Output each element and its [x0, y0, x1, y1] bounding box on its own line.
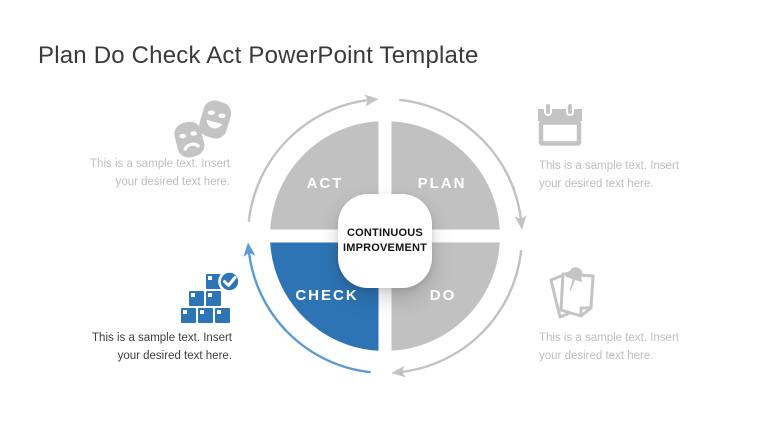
cycle-arrow-top-left	[247, 94, 379, 222]
callout-line: This is a sample text. Insert	[90, 158, 230, 170]
callout-text-bottom-right: This is a sample text. Insert your desir…	[539, 330, 717, 365]
callout-line: This is a sample text. Insert	[539, 332, 679, 344]
cycle-arrow-bottom-right	[391, 250, 523, 378]
quadrant-label-do: DO	[429, 287, 457, 304]
callout-text-bottom-left: This is a sample text. Insert your desir…	[60, 330, 232, 365]
callout-text-top-left: This is a sample text. Insert your desir…	[58, 156, 230, 191]
callout-line: This is a sample text. Insert	[539, 160, 679, 172]
quadrant-label-plan: PLAN	[417, 175, 467, 192]
center-label-line2: IMPROVEMENT	[342, 242, 428, 254]
quadrant-label-check: CHECK	[295, 287, 359, 304]
slide-title: Plan Do Check Act PowerPoint Template	[38, 42, 479, 70]
stacked-boxes-check-icon	[181, 270, 241, 330]
callout-line: This is a sample text. Insert	[92, 332, 232, 344]
continuous-improvement-badge: CONTINUOUS IMPROVEMENT	[338, 194, 432, 288]
pinned-notes-icon	[546, 263, 602, 330]
cycle-arrow-top-right	[399, 98, 527, 230]
callout-line: your desired text here.	[539, 177, 654, 190]
cycle-arrow-bottom-left	[243, 242, 371, 374]
center-label-line1: CONTINUOUS	[347, 227, 423, 239]
callout-line: your desired text here.	[115, 175, 230, 188]
calendar-icon	[538, 102, 582, 154]
quadrant-label-act: ACT	[306, 175, 344, 192]
callout-line: your desired text here.	[117, 349, 232, 362]
callout-line: your desired text here.	[539, 349, 654, 362]
theater-masks-icon	[170, 96, 238, 165]
callout-text-top-right: This is a sample text. Insert your desir…	[539, 158, 717, 193]
